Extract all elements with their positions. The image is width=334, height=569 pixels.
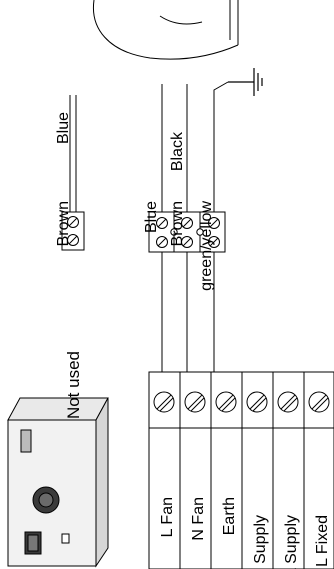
main-wire-label-brown: Brown bbox=[169, 201, 186, 246]
spare-wire-label-brown: Brown bbox=[55, 201, 72, 246]
motor-wires bbox=[161, 81, 229, 212]
terminal-label-n-fan: N Fan bbox=[190, 497, 207, 541]
fan-motor-outline bbox=[92, 0, 239, 60]
spare-connector-wires bbox=[69, 95, 77, 212]
connector-to-terminal-wires bbox=[161, 252, 215, 372]
main-wire-label-black: Black bbox=[169, 131, 186, 171]
spare-wire-label-blue: Blue bbox=[55, 112, 72, 144]
terminal-label-l-fan: L Fan bbox=[159, 497, 176, 537]
terminal-block bbox=[148, 371, 334, 569]
terminal-label-n-supply: N Supply bbox=[252, 515, 269, 569]
terminal-label-earth: Earth bbox=[221, 497, 238, 535]
spare-connector bbox=[61, 211, 85, 251]
main-connector bbox=[148, 211, 226, 253]
main-wire-label-blue: Blue bbox=[143, 201, 160, 233]
terminal-label-l-supply: L Supply bbox=[283, 515, 300, 569]
not-used-label: Not used bbox=[64, 351, 83, 419]
speed-controller-illustration bbox=[7, 397, 109, 568]
earth-ground-icon bbox=[228, 68, 263, 96]
terminal-label-l-fixed: L Fixed bbox=[314, 515, 331, 567]
main-wire-label-green-yellow: green/yellow bbox=[198, 201, 215, 291]
